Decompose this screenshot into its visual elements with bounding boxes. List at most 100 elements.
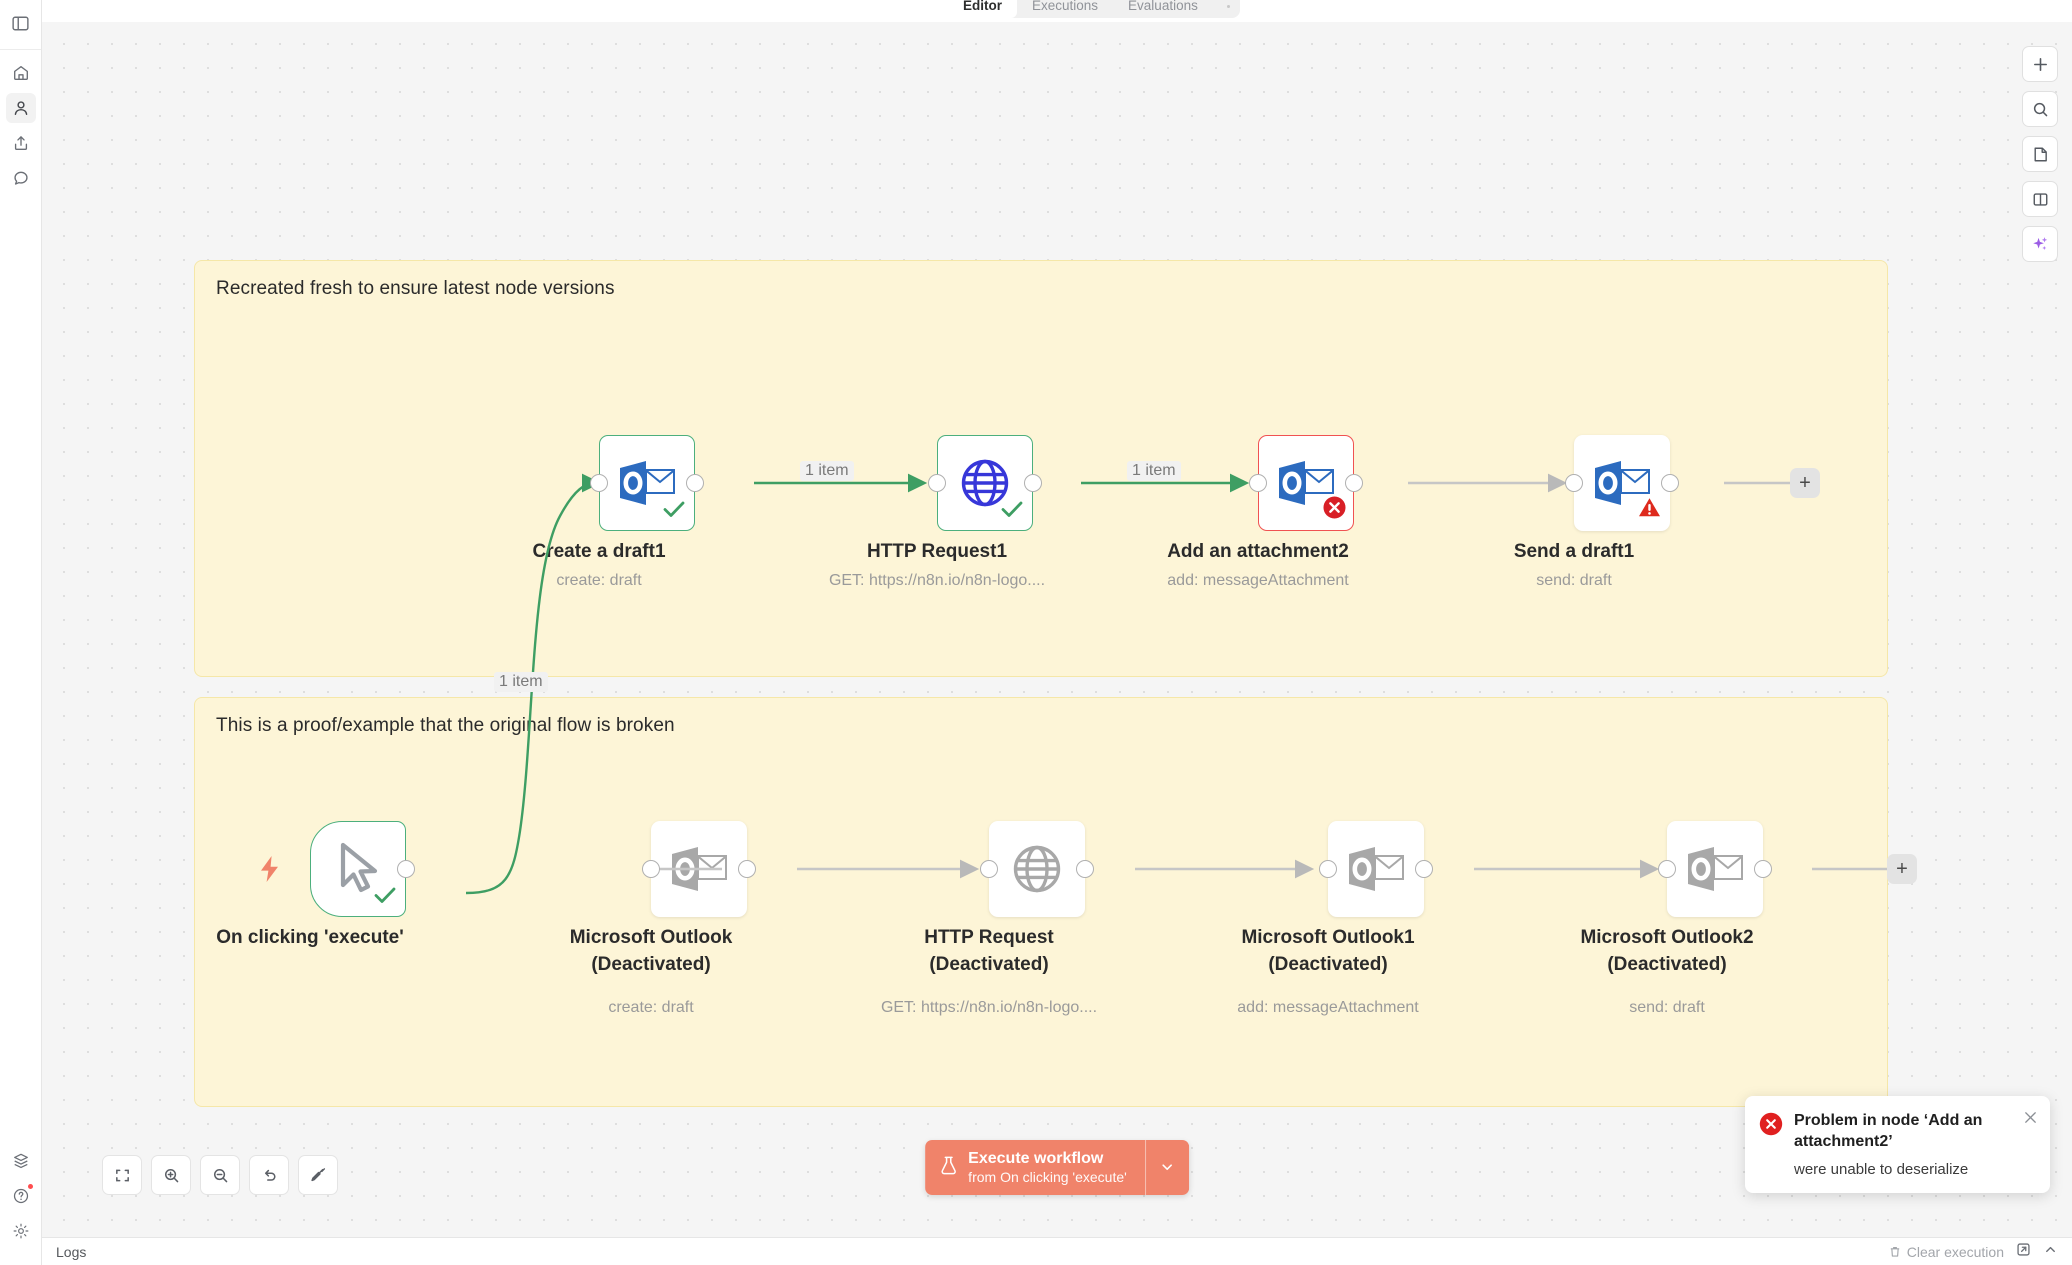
execute-workflow-button[interactable]: Execute workflow from On clicking 'execu… (925, 1139, 1145, 1195)
canvas-zoom-controls (102, 1155, 338, 1195)
node-subtitle: send: draft (1536, 572, 1612, 589)
sticky-note-2-text: This is a proof/example that the origina… (216, 715, 675, 736)
sticky-note-icon[interactable] (2022, 136, 2058, 172)
fit-view-button[interactable] (102, 1155, 142, 1195)
node-body[interactable] (310, 821, 406, 917)
chevron-down-icon (1162, 1164, 1173, 1171)
input-endpoint[interactable] (1565, 474, 1583, 492)
node-body[interactable] (599, 435, 695, 531)
workflow-canvas[interactable]: Recreated fresh to ensure latest node ve… (42, 22, 2072, 1237)
input-endpoint[interactable] (642, 860, 660, 878)
trigger-bolt-icon (258, 855, 282, 888)
status-check-icon (662, 499, 686, 524)
input-endpoint[interactable] (1319, 860, 1337, 878)
chevron-up-icon[interactable] (2043, 1242, 2058, 1262)
ai-sparkle-icon[interactable] (2022, 226, 2058, 262)
node-body[interactable] (989, 821, 1085, 917)
toast-message: were unable to deserialize (1794, 1160, 1969, 1178)
workflow-tabs: Editor Executions Evaluations (948, 0, 1240, 18)
node-title: Send a draft1 (1513, 541, 1635, 562)
node-body[interactable] (1667, 821, 1763, 917)
sidebar-divider (0, 49, 41, 50)
clear-execution-button[interactable]: Clear execution (1888, 1244, 2004, 1260)
output-endpoint[interactable] (1345, 474, 1363, 492)
tab-editor[interactable]: Editor (948, 0, 1017, 18)
help-icon[interactable] (6, 1181, 36, 1211)
output-endpoint[interactable] (1415, 860, 1433, 878)
output-endpoint[interactable] (738, 860, 756, 878)
input-endpoint[interactable] (928, 474, 946, 492)
tab-evaluations[interactable]: Evaluations (1128, 0, 1198, 13)
node-title: Microsoft Outlook2 (Deactivated) (1580, 927, 1754, 975)
panel-icon[interactable] (2022, 181, 2058, 217)
node-title: Microsoft Outlook1 (Deactivated) (1241, 927, 1415, 975)
sidebar-item-personal[interactable] (5, 93, 36, 123)
node-subtitle: create: draft (556, 572, 642, 589)
add-node-icon[interactable] (2022, 46, 2058, 82)
status-error-icon (1323, 496, 1346, 524)
node-title: Add an attachment2 (1167, 541, 1349, 562)
sticky-note-1-text: Recreated fresh to ensure latest node ve… (216, 278, 615, 299)
tab-executions[interactable]: Executions (1032, 0, 1099, 13)
node-subtitle: GET: https://n8n.io/n8n-logo.... (880, 999, 1098, 1016)
microsoft-outlook-icon (1595, 461, 1650, 505)
output-endpoint[interactable] (686, 474, 704, 492)
logs-label[interactable]: Logs (56, 1243, 87, 1260)
add-node-stub-bottom[interactable]: + (1887, 854, 1917, 884)
trash-icon (1890, 1246, 1899, 1257)
popout-icon[interactable] (2016, 1242, 2031, 1262)
sidebar-item-home[interactable] (6, 58, 36, 88)
output-endpoint[interactable] (1754, 860, 1772, 878)
reset-zoom-button[interactable] (249, 1155, 289, 1195)
node-body[interactable] (937, 435, 1033, 531)
status-warning-icon (1638, 497, 1661, 523)
error-toast[interactable]: Problem in node ‘Add an attachment2’ wer… (1745, 1095, 2050, 1193)
status-check-icon (373, 885, 397, 910)
node-body[interactable] (1574, 435, 1670, 531)
output-endpoint[interactable] (1076, 860, 1094, 878)
output-endpoint[interactable] (1661, 474, 1679, 492)
package-icon[interactable] (6, 1146, 36, 1176)
execute-options-button[interactable] (1144, 1139, 1189, 1195)
connection-label-2: 1 item (1127, 461, 1181, 481)
tidy-up-button[interactable] (298, 1155, 338, 1195)
input-endpoint[interactable] (590, 474, 608, 492)
microsoft-outlook-icon (1279, 461, 1334, 505)
node-title: HTTP Request (Deactivated) (924, 927, 1054, 975)
output-endpoint[interactable] (1024, 474, 1042, 492)
search-icon[interactable] (2022, 91, 2058, 127)
node-subtitle: create: draft (608, 999, 694, 1016)
zoom-in-button[interactable] (151, 1155, 191, 1195)
node-title: Create a draft1 (532, 541, 666, 562)
execute-secondary-label: from On clicking 'execute' (968, 1168, 1127, 1185)
input-endpoint[interactable] (980, 860, 998, 878)
node-body[interactable] (1328, 821, 1424, 917)
gear-icon[interactable] (6, 1216, 36, 1246)
microsoft-outlook-icon (620, 461, 675, 505)
tab-overflow-dot (1226, 4, 1230, 8)
node-subtitle: send: draft (1629, 999, 1705, 1016)
node-subtitle: add: messageAttachment (1167, 572, 1349, 589)
panel-toggle-icon[interactable] (6, 8, 36, 38)
node-subtitle: add: messageAttachment (1237, 999, 1419, 1016)
output-endpoint[interactable] (397, 860, 415, 878)
node-body[interactable] (1258, 435, 1354, 531)
close-icon[interactable] (2023, 1110, 2038, 1130)
help-notification-dot (27, 1184, 33, 1189)
bottom-status-bar: Logs Clear execution (42, 1237, 2072, 1265)
microsoft-outlook-icon (1688, 847, 1743, 891)
sidebar-item-assistant[interactable] (6, 163, 36, 193)
execute-primary-label: Execute workflow (968, 1149, 1104, 1167)
add-node-stub-top[interactable]: + (1790, 468, 1820, 498)
node-subtitle: GET: https://n8n.io/n8n-logo.... (828, 572, 1046, 589)
node-body[interactable] (651, 821, 747, 917)
execute-workflow-group: Execute workflow from On clicking 'execu… (925, 1139, 1189, 1195)
input-endpoint[interactable] (1249, 474, 1267, 492)
input-endpoint[interactable] (1658, 860, 1676, 878)
connection-label-3: 1 item (494, 672, 548, 692)
sidebar-item-templates[interactable] (6, 128, 36, 158)
zoom-out-button[interactable] (200, 1155, 240, 1195)
status-check-icon (1000, 499, 1024, 524)
microsoft-outlook-icon (1349, 847, 1404, 891)
